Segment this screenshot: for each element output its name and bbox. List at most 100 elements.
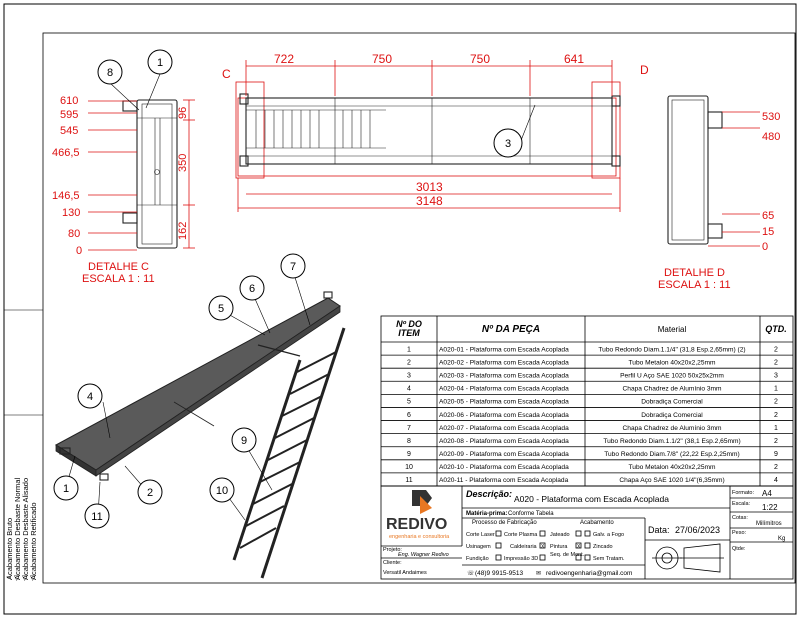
bom-cell-material: Tubo Redondo Diam.1.1/2" (38,1 Esp.2,65m…	[603, 438, 740, 445]
acab-sem-tratam: Sem Tratam.	[593, 556, 625, 562]
phone-icon: ☏	[467, 570, 475, 577]
bom-cell-qty: 2	[774, 346, 778, 353]
dim-480: 480	[762, 131, 780, 143]
bom-cell-item: 7	[407, 425, 411, 432]
balloon-5: 5	[218, 303, 224, 315]
svg-text:▽: ▽	[30, 575, 36, 582]
detail-d-label: DETALHE D	[664, 267, 725, 279]
dim-595: 595	[60, 109, 78, 121]
qtde-label: Qtde:	[732, 546, 746, 552]
peso-value: Kg	[778, 536, 785, 542]
bom-cell-part: A020-03 - Plataforma com Escada Acoplada	[439, 372, 569, 379]
bom-cell-qty: 2	[774, 359, 778, 366]
proc-pintura: Pintura	[550, 544, 568, 550]
bom-cell-item: 3	[407, 372, 411, 379]
bom-cell-item: 2	[407, 359, 411, 366]
acabamento-label: Acabamento	[580, 520, 614, 526]
cliente-value: Versatil Andaimes	[383, 570, 427, 576]
bom-cell-material: Tubo Redondo Diam.1.1/4" (31,8 Esp.2,65m…	[598, 346, 745, 353]
company-logo: REDIVO engenharia e consultoria	[386, 490, 450, 540]
bom-cell-material: Chapa Chadrez de Alumínio 3mm	[623, 425, 722, 432]
section-letter-c: C	[222, 67, 231, 81]
dim-3148: 3148	[416, 194, 443, 208]
proc-fundicao: Fundição	[466, 556, 489, 562]
dim-750-b: 750	[470, 52, 490, 66]
bom-cell-item: 6	[407, 412, 411, 419]
dim-15: 15	[762, 226, 774, 238]
bom-cell-part: A020-06 - Plataforma com Escada Acoplada	[439, 412, 569, 419]
bom-cell-part: A020-11 - Plataforma com Escada Acoplada	[439, 477, 569, 484]
balloon-11: 11	[91, 511, 102, 523]
descricao-value: A020 - Plataforma com Escada Acoplada	[514, 494, 669, 504]
detail-d-scale: ESCALA 1 : 11	[658, 279, 731, 291]
bom-cell-item: 5	[407, 399, 411, 406]
proc-usinagem: Usinagem	[466, 544, 491, 550]
balloon-6: 6	[249, 283, 255, 295]
sheet-border	[3, 3, 797, 615]
email-icon: ✉	[536, 571, 541, 577]
dim-162: 162	[177, 222, 189, 240]
formato-value: A4	[762, 489, 772, 498]
bom-cell-material: Tubo Redondo Diam.7/8" (22,22 Esp.2,25mm…	[604, 451, 740, 458]
cotas-value: Milímitros	[756, 521, 782, 527]
email-value: redivoengenharia@gmail.com	[546, 570, 632, 577]
bom-cell-qty: 2	[774, 438, 778, 445]
svg-text:▽: ▽	[22, 575, 28, 582]
dim-350: 350	[177, 154, 189, 172]
projeto-label: Projeto:	[383, 547, 402, 553]
descricao-label: Descrição:	[466, 489, 512, 499]
dim-0-left: 0	[76, 245, 82, 257]
materia-value: Conforme Tabela	[508, 511, 554, 517]
cotas-label: Cotas:	[732, 515, 748, 521]
dim-750-a: 750	[372, 52, 392, 66]
bom-cell-part: A020-01 - Plataforma com Escada Acoplada	[439, 346, 569, 353]
top-view: 722 750 750 641 3013 3148 C D	[222, 52, 649, 212]
isometric-view	[55, 291, 346, 579]
title-block: Descrição: A020 - Plataforma com Escada …	[380, 485, 794, 580]
svg-text:▽: ▽	[14, 575, 20, 582]
bom-cell-part: A020-10 - Plataforma com Escada Acoplada	[439, 464, 569, 471]
bom-header-material: Material	[658, 325, 687, 334]
escala-label: Escala:	[732, 501, 751, 507]
dim-530: 530	[762, 111, 780, 123]
finish-alisado: Acabamento Desbaste Alisado	[21, 478, 30, 580]
bom-cell-item: 9	[407, 451, 411, 458]
balloons: 1 8 3 1 2 4 5 6 7 9 10 11	[53, 49, 536, 529]
bom-cell-material: Tubo Metalon 40x20x2,25mm	[629, 464, 716, 471]
bom-cell-qty: 2	[774, 399, 778, 406]
balloon-4: 4	[87, 391, 93, 403]
bom-cell-qty: 1	[774, 425, 778, 432]
dim-641: 641	[564, 52, 584, 66]
data-label: Data:	[648, 525, 670, 535]
bom-cell-part: A020-07 - Plataforma com Escada Acoplada	[439, 425, 569, 432]
detail-c-label: DETALHE C	[88, 261, 149, 273]
bom-cell-material: Dobradiça Comercial	[641, 412, 703, 419]
bom-cell-qty: 9	[774, 451, 778, 458]
formato-label: Formato:	[732, 490, 754, 496]
section-letter-d: D	[640, 63, 649, 77]
bom-cell-part: A020-02 - Plataforma com Escada Acoplada	[439, 359, 569, 366]
bom-cell-part: A020-09 - Plataforma com Escada Acoplada	[439, 451, 569, 458]
balloon-1-iso: 1	[63, 483, 69, 495]
materia-label: Matéria-prima:	[466, 511, 507, 517]
svg-text:~: ~	[6, 573, 11, 582]
bom-header-part: Nº DA PEÇA	[482, 324, 540, 335]
proc-corte-laser: Corte Laser	[466, 532, 495, 538]
phone-value: (48)9 9915-9513	[475, 570, 523, 577]
bom-cell-item: 1	[407, 346, 411, 353]
dim-545: 545	[60, 125, 78, 137]
finish-bruto: Acabamento Bruto	[5, 518, 14, 580]
bom-cell-material: Dobradiça Comercial	[641, 399, 703, 406]
bom-cell-part: A020-04 - Plataforma com Escada Acoplada	[439, 386, 569, 393]
data-value: 27/06/2023	[675, 525, 720, 535]
bom-cell-part: A020-05 - Plataforma com Escada Acoplada	[439, 399, 569, 406]
dim-146-5: 146,5	[52, 190, 80, 202]
company-name: REDIVO	[386, 516, 447, 533]
dim-466-5: 466,5	[52, 147, 80, 159]
company-subtitle: engenharia e consultoria	[389, 534, 450, 540]
detail-c-scale: ESCALA 1 : 11	[82, 273, 155, 285]
dim-610: 610	[60, 95, 78, 107]
balloon-3: 3	[505, 138, 511, 150]
